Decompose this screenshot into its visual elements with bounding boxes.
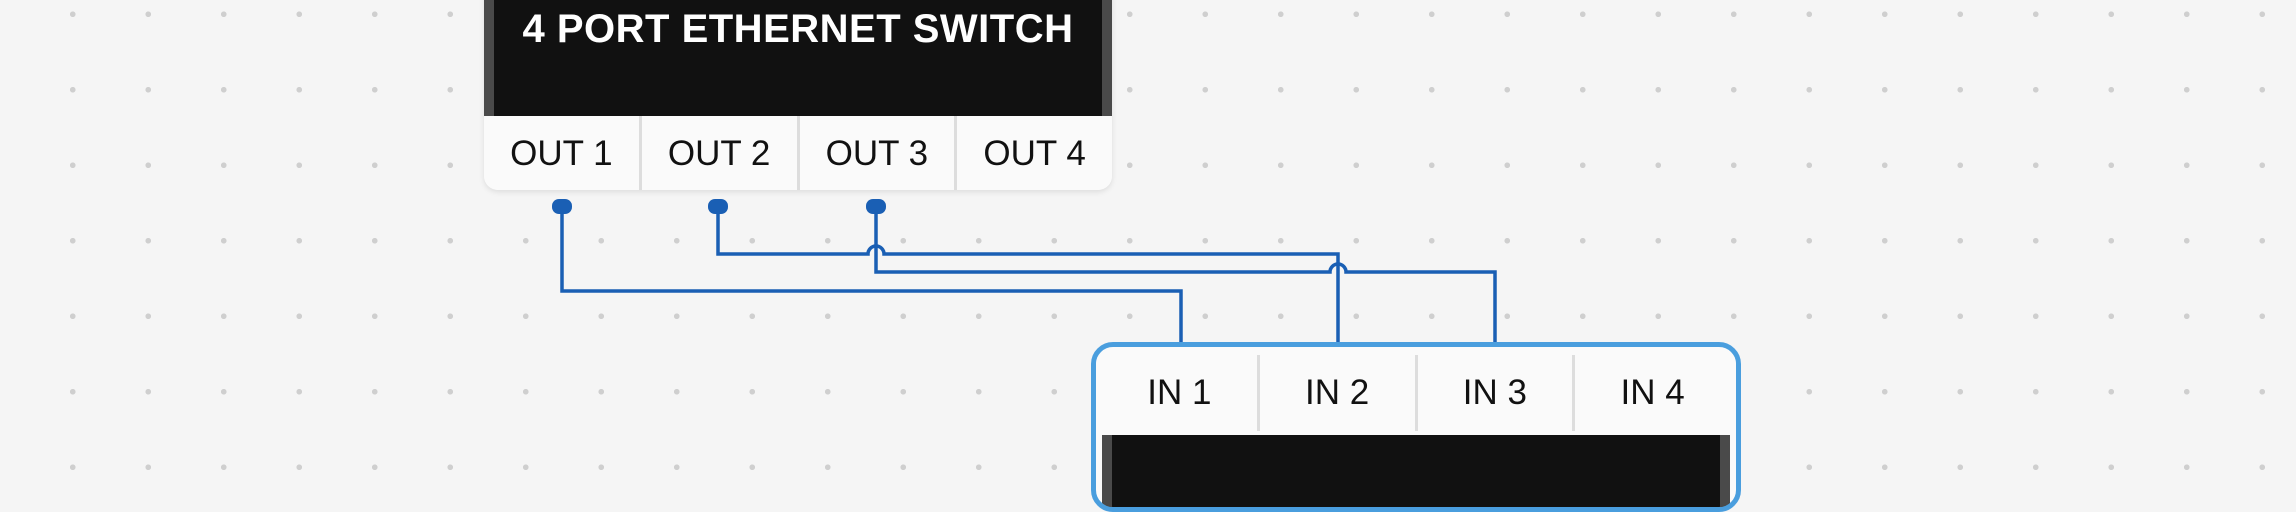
output-port-row: OUT 1 OUT 2 OUT 3 OUT 4 — [484, 116, 1112, 190]
output-port-2[interactable]: OUT 2 — [638, 116, 797, 190]
switch-title: 4 PORT ETHERNET SWITCH — [522, 7, 1074, 51]
output-handle-3[interactable] — [866, 199, 886, 214]
output-port-3[interactable]: OUT 3 — [796, 116, 955, 190]
output-port-1[interactable]: OUT 1 — [510, 134, 613, 173]
input-port-4[interactable]: IN 4 — [1572, 355, 1730, 431]
connection-layer — [552, 199, 1497, 342]
switch-body: 4 PORT ETHERNET SWITCH — [484, 0, 1112, 116]
output-handle-1[interactable] — [552, 199, 572, 214]
input-port-3[interactable]: IN 3 — [1414, 355, 1573, 431]
wire-out1-in1[interactable] — [560, 207, 1183, 342]
input-port-row: IN 1 IN 2 IN 3 IN 4 — [1096, 355, 1736, 431]
input-port-1[interactable]: IN 1 — [1147, 373, 1212, 412]
output-handle-2[interactable] — [708, 199, 728, 214]
wire-out3-in3[interactable] — [874, 207, 1497, 342]
wire-out2-in2[interactable] — [716, 207, 1340, 342]
output-port-4[interactable]: OUT 4 — [954, 116, 1112, 190]
input-port-2[interactable]: IN 2 — [1256, 355, 1415, 431]
ethernet-switch-node[interactable]: 4 PORT ETHERNET SWITCH OUT 1 OUT 2 OUT 3… — [484, 0, 1112, 190]
